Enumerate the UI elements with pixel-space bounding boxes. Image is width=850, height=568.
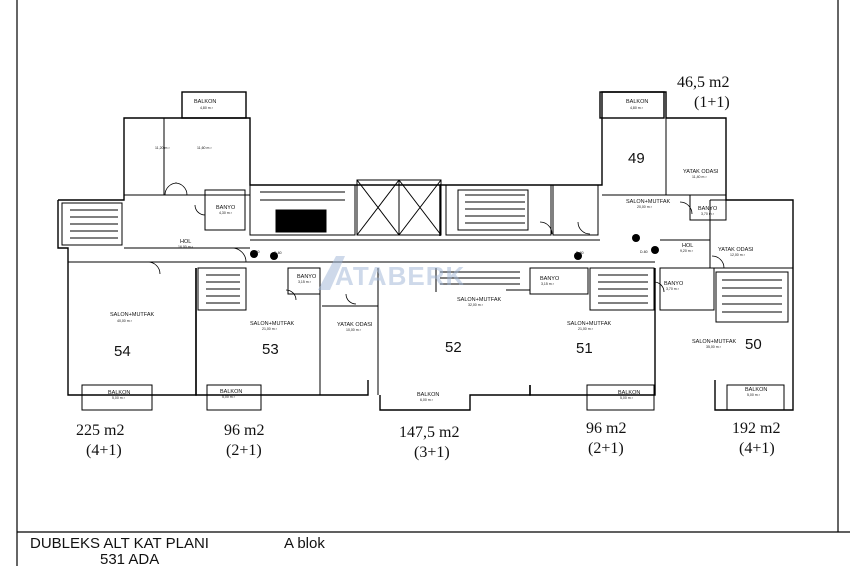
- room-label-banyo: BANYO: [216, 205, 236, 211]
- room-label-banyo-53: 3,15 m ²: [298, 280, 311, 284]
- room-label-salon-mutfak: SALON+MUTFAK: [692, 339, 737, 345]
- room-label-salon-54: 40,00 m ²: [117, 319, 132, 323]
- room-label-banyo: BANYO: [297, 274, 317, 280]
- door-code: D-60: [640, 250, 648, 254]
- unit-number-53: 53: [262, 341, 279, 358]
- parcel-label: 531 ADA: [100, 551, 160, 568]
- unit-type-49: (1+1): [694, 94, 730, 111]
- door-markers: [250, 234, 659, 260]
- room-label-balkon-53: 5,00 m ²: [222, 395, 235, 399]
- room-label-yatak-odasi: YATAK ODASI: [718, 247, 754, 253]
- room-label-banyo-51: 3,15 m ²: [541, 282, 554, 286]
- room-label-balkon: BALKON: [194, 99, 217, 105]
- room-label-salon-49: 20,00 m ²: [637, 205, 652, 209]
- room-label-salon-51: 21,00 m ²: [578, 327, 593, 331]
- room-label-balkon-50: 5,00 m ²: [747, 393, 760, 397]
- room-label-banyo: BANYO: [540, 276, 560, 282]
- room-label-banyo: BANYO: [698, 206, 718, 212]
- room-label-balkon-54: 5,00 m ²: [112, 396, 125, 400]
- room-label-banyo-49: 3,70 m ²: [701, 212, 714, 216]
- unit-number-50: 50: [745, 336, 762, 353]
- room-label-balkon: BALKON: [626, 99, 649, 105]
- room-label-banyo: BANYO: [664, 281, 684, 287]
- room-label-balkon: BALKON: [220, 389, 243, 395]
- room-label-hol: HOL: [180, 239, 192, 245]
- room-label-salon-mutfak: SALON+MUTFAK: [250, 321, 295, 327]
- watermark: ATABERK: [335, 261, 465, 291]
- unit-area-52: 147,5 m2: [399, 424, 460, 441]
- room-label-balkon: BALKON: [618, 390, 641, 396]
- room-label-yatak-49: 11,40 m ²: [692, 175, 707, 179]
- room-label-salon-mutfak: SALON+MUTFAK: [567, 321, 612, 327]
- door-code: D-60: [576, 251, 584, 255]
- room-label-salon-mutfak: SALON+MUTFAK: [626, 199, 671, 205]
- room-label-salon-mutfak: SALON+MUTFAK: [457, 297, 502, 303]
- room-label-balkon: BALKON: [417, 392, 440, 398]
- unit-number-51: 51: [576, 340, 593, 357]
- room-label-yatak-53: 10,00 m ²: [346, 328, 361, 332]
- room-label-balkon: BALKON: [108, 390, 131, 396]
- room-label-room-tl-2: 11,60 m ²: [197, 146, 212, 150]
- unit-type-51: (2+1): [588, 440, 624, 457]
- room-label-hol-50: 9,20 m ²: [680, 249, 693, 253]
- interior-walls: [61, 118, 793, 411]
- door-code: D-60: [274, 251, 282, 255]
- room-label-yatak-odasi: YATAK ODASI: [337, 322, 373, 328]
- unit-area-50: 192 m2: [732, 420, 781, 437]
- door-code: D-60: [252, 250, 260, 254]
- room-label-banyo-left: 4,30 m ²: [219, 211, 232, 215]
- room-label-balkon-51: 5,00 m ²: [620, 396, 633, 400]
- room-label-yatak-50: 12,00 m ²: [730, 253, 745, 257]
- unit-type-54: (4+1): [86, 442, 122, 459]
- unit-area-49: 46,5 m2: [677, 74, 730, 91]
- room-label-hol-left: 16,00 m ²: [178, 245, 193, 249]
- room-label-hol: HOL: [682, 243, 694, 249]
- room-label-salon-53: 21,00 m ²: [262, 327, 277, 331]
- room-label-balkon: BALKON: [745, 387, 768, 393]
- room-label-balkon-52: 6,00 m ²: [420, 398, 433, 402]
- unit-number-52: 52: [445, 339, 462, 356]
- unit-area-51: 96 m2: [586, 420, 627, 437]
- unit-number-54: 54: [114, 343, 131, 360]
- room-label-banyo-50: 3,70 m ²: [666, 287, 679, 291]
- unit-type-50: (4+1): [739, 440, 775, 457]
- room-label-balkon-top-left: 4,80 m ²: [200, 106, 213, 110]
- block-label: A blok: [284, 535, 325, 552]
- unit-number-49: 49: [628, 150, 645, 167]
- unit-type-53: (2+1): [226, 442, 262, 459]
- unit-area-54: 225 m2: [76, 422, 125, 439]
- room-label-salon-52: 32,00 m ²: [468, 303, 483, 307]
- watermark-logo-icon: [318, 256, 345, 290]
- plan-title: DUBLEKS ALT KAT PLANI: [30, 535, 209, 552]
- door-swings: [147, 182, 725, 305]
- unit-type-52: (3+1): [414, 444, 450, 461]
- room-label-room-tl-1: 11,20 m ²: [155, 146, 170, 150]
- unit-area-53: 96 m2: [224, 422, 265, 439]
- room-label-balkon-top-right: 4,80 m ²: [630, 106, 643, 110]
- building-outline: [57, 91, 794, 411]
- room-label-yatak-odasi: YATAK ODASI: [683, 169, 719, 175]
- room-label-salon-50: 35,00 m ²: [706, 345, 721, 349]
- room-label-salon-mutfak: SALON+MUTFAK: [110, 312, 155, 318]
